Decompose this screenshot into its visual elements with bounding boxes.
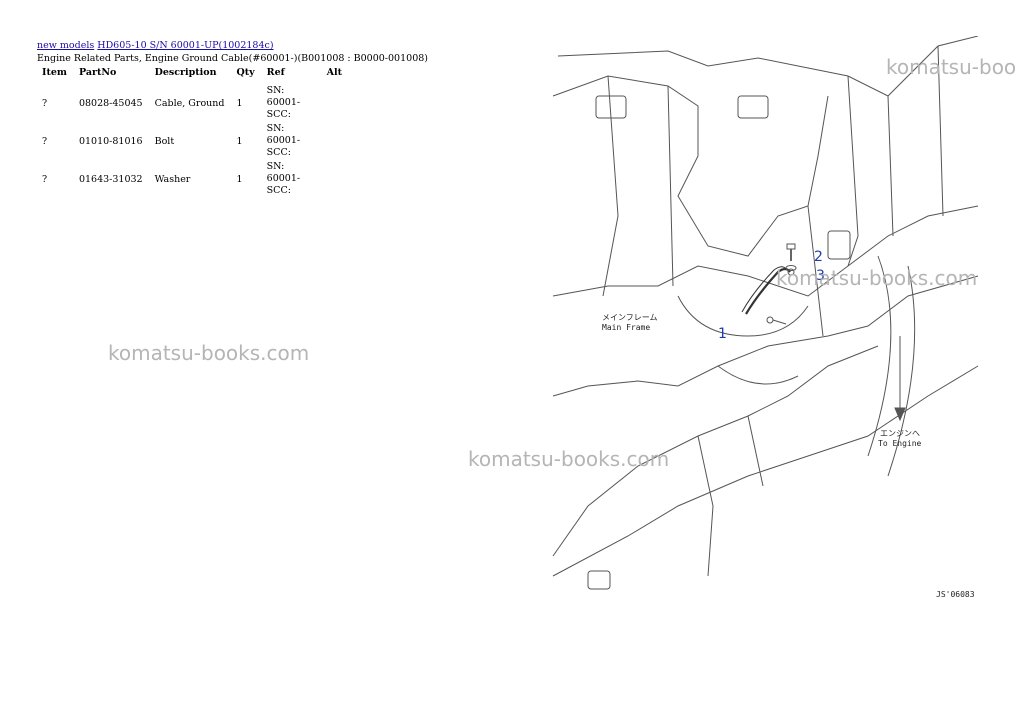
watermark-partial: komatsu-boo [886, 55, 1017, 79]
cell-item: ? [42, 173, 48, 185]
label-main-frame-jp: メインフレーム [602, 313, 658, 322]
cell-alt [321, 122, 348, 160]
cell-partno: 08028-45045 [78, 97, 143, 109]
column-header-description: Description [154, 67, 217, 78]
parts-table: Item PartNo Description Qty Ref Alt ? 08… [36, 66, 348, 198]
table-row: ? 01643-31032 Washer 1 SN: 60001-SCC: [36, 160, 348, 198]
table-header-row: Item PartNo Description Qty Ref Alt [36, 66, 348, 84]
column-header-partno: PartNo [78, 67, 117, 78]
label-main-frame-en: Main Frame [602, 323, 650, 332]
watermark: komatsu-books.com [776, 266, 978, 290]
breadcrumb: new models HD605-10 S/N 60001-UP(1002184… [37, 40, 274, 51]
column-header-item: Item [42, 67, 67, 78]
cell-qty: 1 [236, 173, 243, 185]
cell-description: Cable, Ground [154, 97, 225, 109]
column-header-qty: Qty [236, 67, 255, 78]
column-header-ref: Ref [266, 67, 285, 78]
cell-ref: SN: 60001-SCC: [266, 85, 301, 120]
callout-2: 2 [814, 249, 823, 265]
breadcrumb-link-new-models[interactable]: new models [37, 40, 95, 51]
breadcrumb-link-model[interactable]: HD605-10 S/N 60001-UP(1002184c) [97, 40, 274, 51]
page-title: Engine Related Parts, Engine Ground Cabl… [37, 53, 428, 64]
label-to-engine-en: To Engine [878, 439, 922, 448]
drawing-code: JS'06083 [936, 590, 975, 599]
cell-partno: 01010-81016 [78, 135, 143, 147]
table-row: ? 01010-81016 Bolt 1 SN: 60001-SCC: [36, 122, 348, 160]
cell-qty: 1 [236, 97, 243, 109]
column-header-alt: Alt [326, 67, 343, 78]
callout-3: 3 [816, 268, 825, 284]
cell-description: Washer [154, 173, 191, 185]
cell-qty: 1 [236, 135, 243, 147]
cell-item: ? [42, 97, 48, 109]
parts-diagram: 1 2 3 メインフレーム Main Frame エンジンへ To Engine… [552, 36, 979, 599]
cell-item: ? [42, 135, 48, 147]
cell-ref: SN: 60001-SCC: [266, 123, 301, 158]
cell-ref: SN: 60001-SCC: [266, 161, 301, 196]
cell-alt [321, 84, 348, 122]
callout-1: 1 [718, 326, 727, 342]
table-row: ? 08028-45045 Cable, Ground 1 SN: 60001-… [36, 84, 348, 122]
cell-description: Bolt [154, 135, 175, 147]
cell-alt [321, 160, 348, 198]
cell-partno: 01643-31032 [78, 173, 143, 185]
label-to-engine-jp: エンジンへ [880, 429, 920, 438]
watermark: komatsu-books.com [108, 341, 310, 365]
watermark: komatsu-books.com [468, 447, 670, 471]
